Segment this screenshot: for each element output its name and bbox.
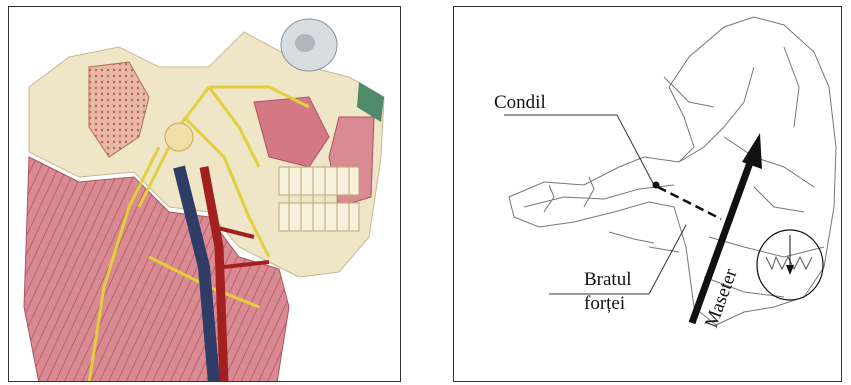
lower-teeth (279, 203, 359, 231)
anatomical-model-photo (8, 6, 401, 382)
force-arm-label-line1: Bratul (584, 269, 632, 290)
skull-outline (509, 17, 836, 325)
upper-teeth (279, 167, 359, 195)
anatomy-illustration (9, 7, 401, 382)
force-arm-label-line2: forței (584, 293, 625, 314)
force-arm-line (658, 187, 721, 219)
condyle-label: Condil (494, 92, 546, 113)
skull-line-drawing: Condil Bratul forței Maseter (454, 7, 842, 382)
mandible-lever-diagram: Condil Bratul forței Maseter (453, 6, 842, 382)
